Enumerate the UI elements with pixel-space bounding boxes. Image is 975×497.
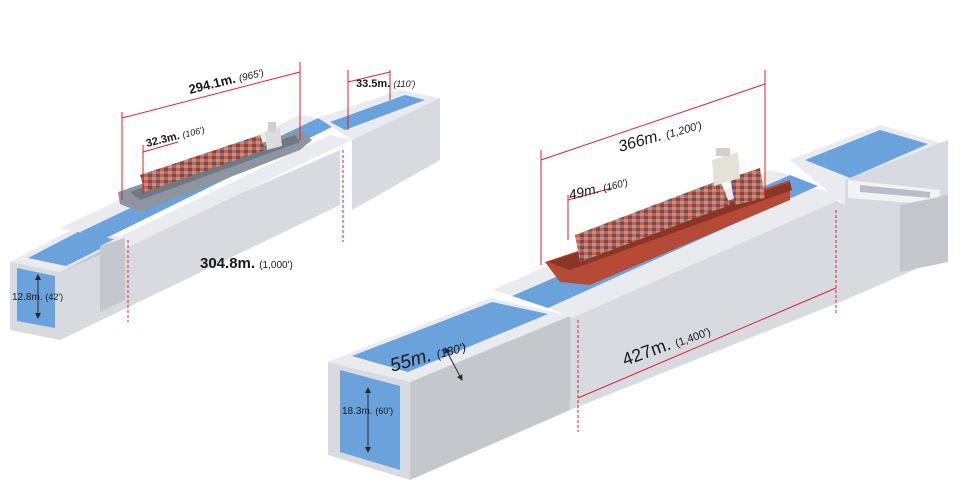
new-lock-arrows [365,347,463,453]
new-ship [545,148,792,285]
old-ship-beam-label: 32.3m. (106') [145,124,206,150]
new-lock-dimension-lines [540,70,837,432]
old-lock-depth-label: 12.8m. (42') [12,292,63,303]
old-lock-main-chamber [60,115,352,340]
new-ship-length-label: 366m. (1,200') [616,116,704,156]
old-lock-length-label: 304.8m. (1,000') [200,255,293,272]
new-lock: 366m. (1,200') 49m. (160') 55m. (180') 4… [328,70,948,480]
old-lock: 294.1m. (965') 32.3m. (106') 33.5m. (110… [10,62,440,340]
old-lock-upper-water [330,95,425,130]
new-lock-depth-label: 18.3m. (60') [342,406,393,417]
new-lock-upper-chamber [790,125,948,300]
new-lock-upper-water [805,130,928,178]
old-ship-containers [140,135,265,192]
new-lock-water-top [352,302,548,372]
new-ship-beam-label: 49m. (160') [567,173,629,203]
new-ship-containers [575,180,730,262]
new-lock-lower-chamber [328,298,570,480]
old-lock-dimension-lines [121,62,391,322]
old-ship [118,122,312,212]
old-ship-length-label: 294.1m. (965') [187,64,265,97]
old-lock-width-label: 33.5m. (110') [356,78,415,90]
